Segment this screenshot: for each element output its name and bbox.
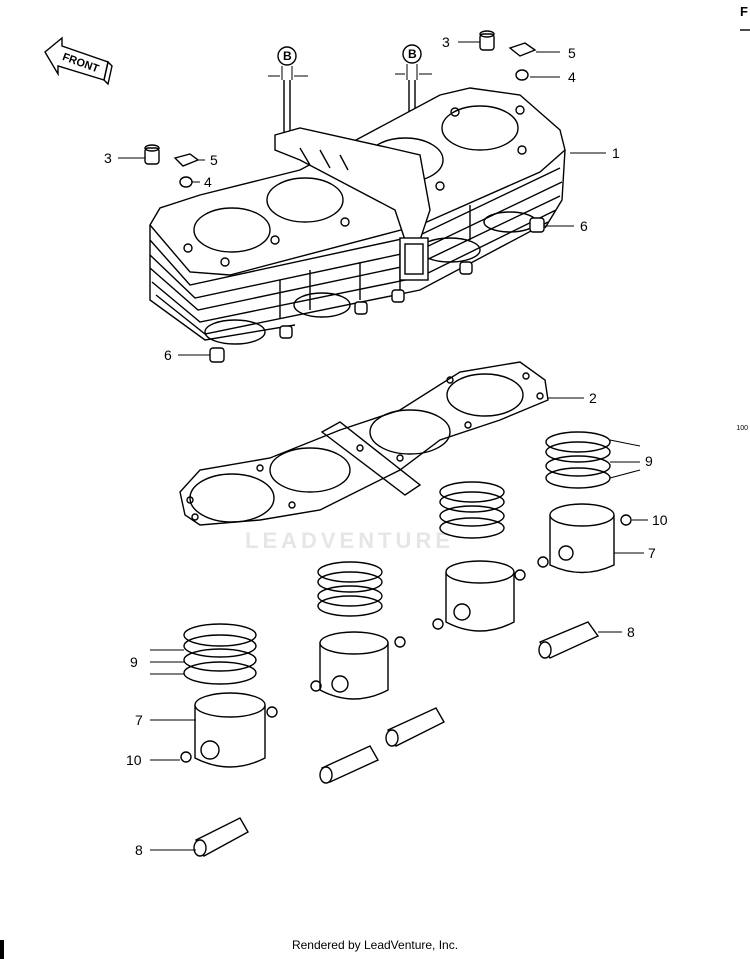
dowel-pin-3-right xyxy=(479,30,495,51)
callout-4-right: 4 xyxy=(568,69,576,85)
edge-fragment-mid: 100 xyxy=(736,425,748,432)
callout-8-right: 8 xyxy=(627,624,635,640)
piston-pin-mid-lower xyxy=(319,745,379,784)
callout-4-left: 4 xyxy=(204,174,212,190)
callout-6-right: 6 xyxy=(580,218,588,234)
piston-pin-mid-upper xyxy=(385,707,445,747)
callout-5-left: 5 xyxy=(210,152,218,168)
piston-left-front xyxy=(194,692,266,768)
callout-9-right: 9 xyxy=(645,453,653,469)
dowels-under-block xyxy=(279,261,473,339)
callout-7-left: 7 xyxy=(135,712,143,728)
callout-8-left: 8 xyxy=(135,842,143,858)
piston-rings-set-right-back xyxy=(545,431,611,489)
edge-fragment-top: F xyxy=(740,4,748,19)
detail-b-marker-left: B xyxy=(268,46,308,140)
cylinder-block xyxy=(149,87,566,345)
cylinder-base-gasket xyxy=(179,361,549,526)
washer-4-right xyxy=(515,69,529,81)
callout-6-left: 6 xyxy=(164,347,172,363)
callout-5-right: 5 xyxy=(568,45,576,61)
dowel-6-left xyxy=(209,347,225,363)
dowel-pin-3-left xyxy=(144,144,160,165)
piston-pin-right xyxy=(538,621,600,659)
callout-2: 2 xyxy=(589,390,597,406)
piston-rings-set-mid-front xyxy=(317,561,383,617)
watermark: LEADVENTURE xyxy=(245,528,455,553)
callout-7-right: 7 xyxy=(648,545,656,561)
dowel-6-right xyxy=(529,217,545,233)
piston-mid-front xyxy=(319,631,389,700)
callout-9-left: 9 xyxy=(130,654,138,670)
footer-credit: Rendered by LeadVenture, Inc. xyxy=(291,938,459,952)
plate-5-left xyxy=(173,153,200,167)
piston-rings-set-left-front xyxy=(183,623,257,685)
piston-pin-left xyxy=(193,817,249,857)
circlips xyxy=(180,514,632,763)
leader-lines xyxy=(118,41,648,851)
callout-10-right: 10 xyxy=(652,512,668,528)
callout-3-right: 3 xyxy=(442,34,450,50)
svg-text:B: B xyxy=(283,49,292,63)
front-arrow-icon: FRONT xyxy=(44,36,113,86)
callout-3-left: 3 xyxy=(104,150,112,166)
piston-rings-set-mid-back xyxy=(439,481,505,539)
callout-10-left: 10 xyxy=(126,752,142,768)
washer-4-left xyxy=(179,176,193,188)
svg-text:B: B xyxy=(408,47,417,61)
plate-5-right xyxy=(508,42,537,57)
piston-right-back xyxy=(549,503,615,574)
piston-mid-back xyxy=(445,560,515,632)
callout-labels: 1 2 3 3 4 4 5 5 6 6 7 7 8 8 9 9 10 10 xyxy=(104,34,668,858)
callout-1: 1 xyxy=(612,145,620,161)
